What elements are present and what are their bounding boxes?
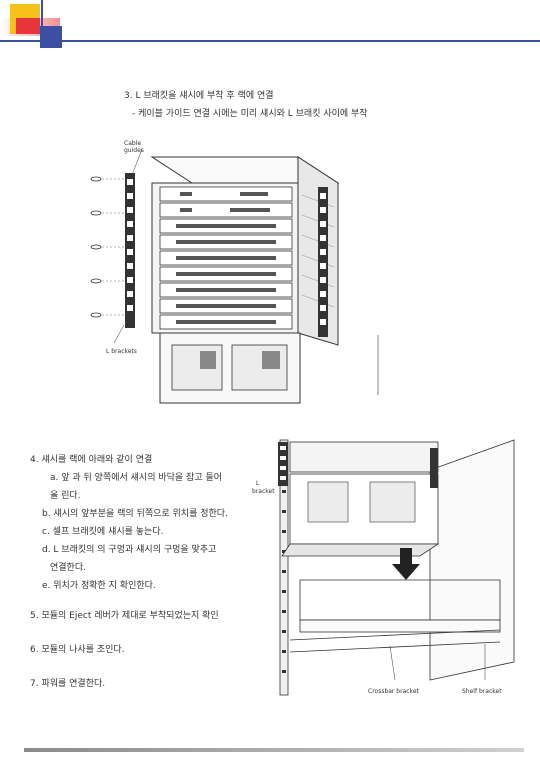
cable-guides-label-line1: Cable xyxy=(124,140,142,147)
step4-a-line1: a. 앞 과 뒤 양쪽에서 섀시의 바닥을 잡고 들어 xyxy=(50,473,223,483)
crossbar-bracket-label: Crossbar bracket xyxy=(368,688,419,695)
rack-installation-figure xyxy=(278,439,515,696)
step4-b: b. 섀시의 앞부분을 랙의 뒤쪽으로 위치를 정한다. xyxy=(42,509,228,519)
step4-d-line1: d. L 브래킷의 의 구멍과 섀시의 구멍을 맞추고 xyxy=(42,545,217,555)
header-rule xyxy=(0,40,540,42)
cable-guides-label-line2: guides xyxy=(124,147,144,154)
step7: 7. 파워를 연결한다. xyxy=(30,679,106,689)
step4-title: 4. 섀시를 랙에 아래와 같이 연결 xyxy=(30,455,153,465)
step6: 6. 모듈의 나사를 조인다. xyxy=(30,645,125,655)
step3-title: 3. L 브래킷을 섀시에 부착 후 랙에 연결 xyxy=(124,91,274,101)
footer-rule xyxy=(24,748,524,752)
step4-d-line2: 연결한다. xyxy=(50,563,86,573)
l-brackets-label: L brackets xyxy=(106,348,137,355)
step5: 5. 모듈의 Eject 레버가 제대로 부착되었는지 확인 xyxy=(30,611,219,621)
l-bracket-label-line2: bracket xyxy=(252,488,275,495)
l-bracket-label-line1: L xyxy=(256,480,260,487)
step3-note: - 케이블 가이드 연결 시에는 미리 섀시와 L 브래킷 사이에 부착 xyxy=(132,109,368,119)
logo-red-square xyxy=(16,18,40,34)
shelf-bracket-label: Shelf bracket xyxy=(462,688,502,695)
step4-e: e. 위치가 정확한 지 확인한다. xyxy=(42,581,156,591)
logo-vertical-line xyxy=(41,0,43,46)
chassis-cable-guides-figure xyxy=(90,148,379,404)
step4-a-line2: 올 린다. xyxy=(50,491,81,501)
logo-blue-square xyxy=(40,26,62,48)
step4-c: c. 셀프 브래킷에 섀시를 놓는다. xyxy=(42,527,164,537)
